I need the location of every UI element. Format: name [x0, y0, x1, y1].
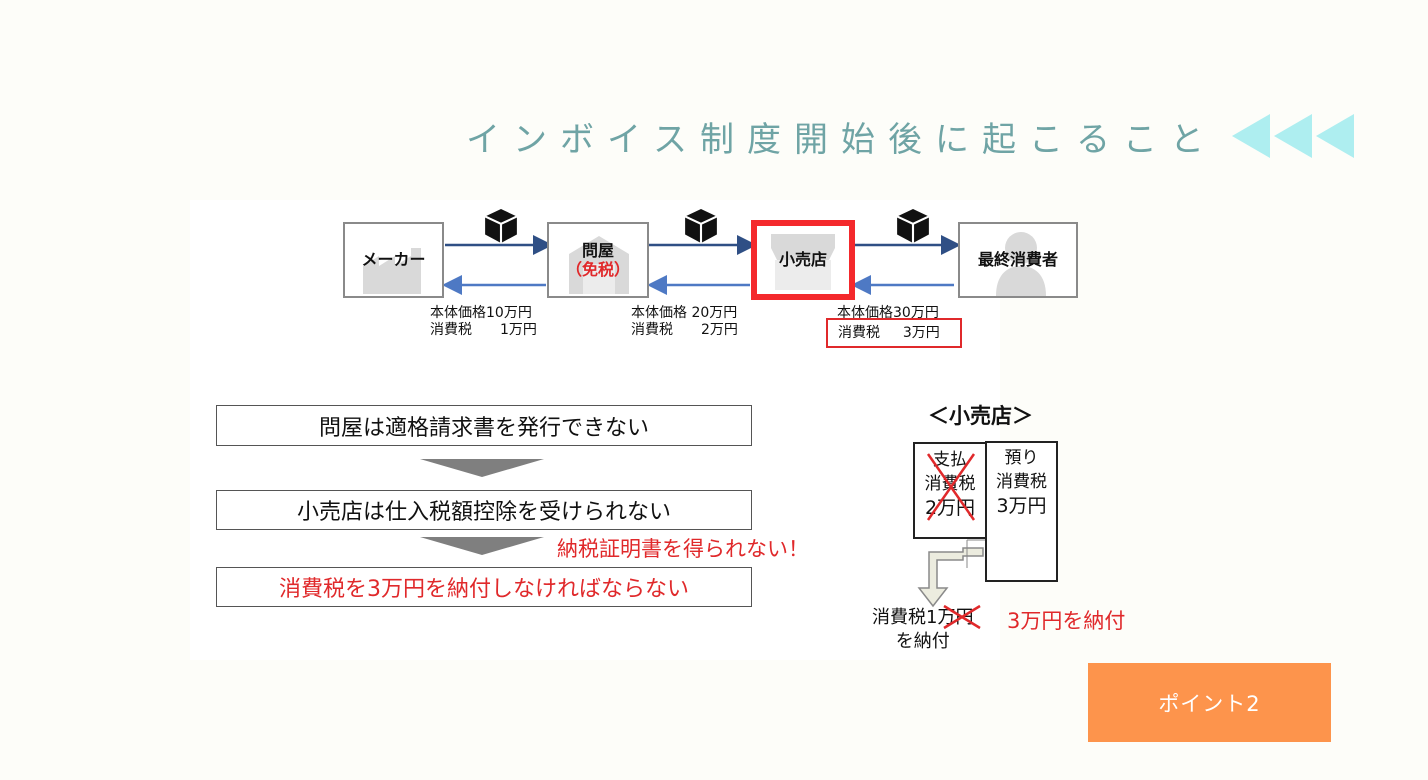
tax-exempt-note: （免税）: [565, 260, 630, 279]
wholesaler-node: 問屋 （免税）: [547, 222, 649, 298]
cross-out-mark: [943, 604, 981, 630]
factory-icon: [363, 248, 421, 294]
flow-step-2: 小売店は仕入税額控除を受けられない: [216, 490, 752, 530]
bent-arrow-icon: [917, 539, 985, 608]
point-2-button[interactable]: ポイント2: [1088, 663, 1331, 742]
retailer-node: 小売店: [751, 220, 855, 300]
actual-payment-text: 3万円を納付: [1007, 609, 1126, 633]
price-3: 本体価格30万円: [837, 305, 939, 321]
consumer-node: 最終消費者: [958, 222, 1078, 298]
person-icon: [996, 232, 1046, 296]
paid-tax-box: 支払 消費税 2万円: [913, 442, 987, 539]
down-chevron-icon: [420, 537, 544, 555]
page-title: インボイス制度開始後に起こること: [466, 120, 1217, 160]
retailer-calc-heading: ＜小売店＞: [928, 404, 1033, 428]
package-icon: [896, 209, 930, 243]
price-2: 本体価格 20万円 消費税 2万円: [631, 305, 738, 338]
package-icon: [684, 209, 718, 243]
wholesaler-label: 問屋: [581, 240, 614, 260]
flow-arrows: [442, 235, 961, 295]
no-certificate-note: 納税証明書を得られない！: [557, 537, 809, 561]
manufacturer-node: メーカー: [343, 222, 444, 298]
retailer-label: 小売店: [778, 250, 827, 270]
down-chevron-icon: [420, 459, 544, 477]
pay-amount-text: 消費税1万円 を納付: [872, 607, 974, 652]
price-1: 本体価格10万円 消費税 1万円: [430, 305, 537, 338]
store-icon: [771, 234, 835, 290]
received-tax-box: 預り 消費税 3万円: [985, 441, 1058, 582]
package-icon: [484, 209, 518, 243]
retailer-tax-highlight: 消費税 3万円: [826, 318, 962, 348]
flow-step-1: 問屋は適格請求書を発行できない: [216, 405, 752, 446]
flow-step-3: 消費税を3万円を納付しなければならない: [216, 567, 752, 607]
triangle-arrows-icon: [1232, 114, 1354, 158]
consumer-label: 最終消費者: [977, 250, 1058, 270]
warehouse-icon: [569, 236, 629, 294]
manufacturer-label: メーカー: [361, 250, 426, 270]
cross-out-mark: [926, 453, 976, 521]
